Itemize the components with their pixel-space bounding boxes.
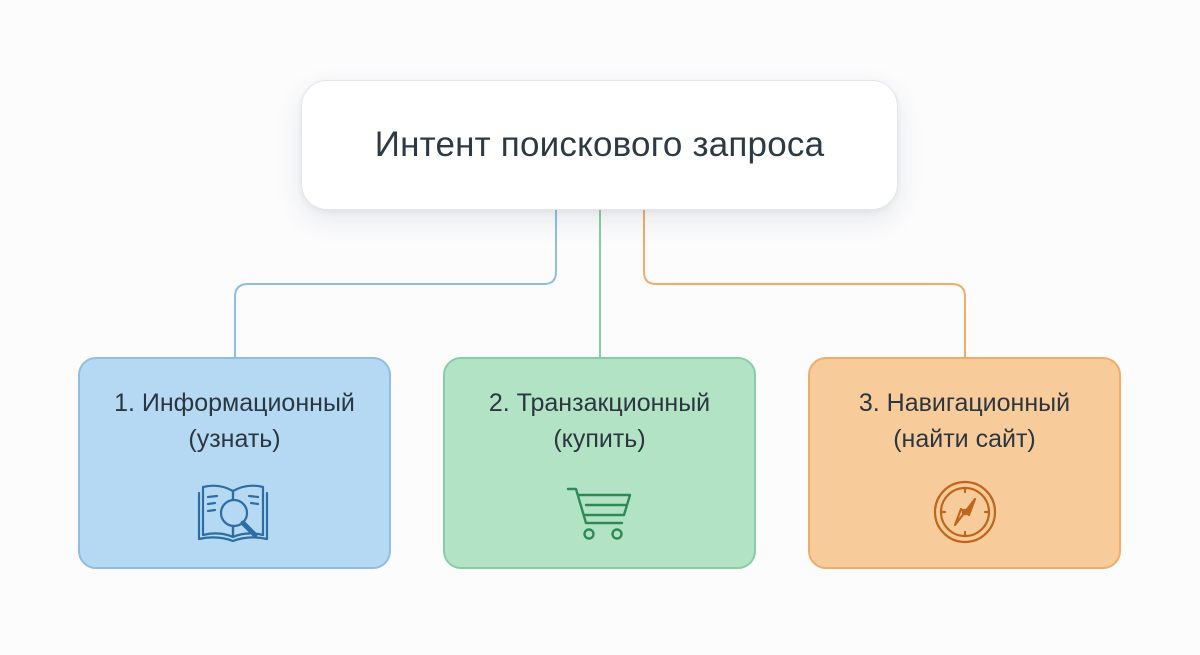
connector-info [234,210,557,357]
node-informational-title-line2: (узнать) [188,425,281,453]
node-informational-title-line1: 1. Информационный [114,389,355,417]
compass-icon [925,477,1005,547]
node-navigational-title: 3. Навигационный (найти сайт) [859,385,1070,457]
shopping-cart-icon [560,477,640,547]
node-transactional-title-line1: 2. Транзакционный [488,389,711,417]
root-node: Интент поискового запроса [301,80,898,210]
node-informational-title: 1. Информационный (узнать) [114,385,355,457]
node-navigational-title-line2: (найти сайт) [893,425,1036,453]
node-transactional: 2. Транзакционный (купить) [443,357,756,569]
book-magnifier-icon [195,477,275,547]
node-transactional-title: 2. Транзакционный (купить) [489,385,710,457]
connector-nav [643,210,966,357]
node-informational: 1. Информационный (узнать) [78,357,391,569]
node-transactional-title-line2: (купить) [553,425,646,453]
node-navigational: 3. Навигационный (найти сайт) [808,357,1121,569]
node-navigational-title-line1: 3. Навигационный [858,389,1071,417]
root-title: Интент поискового запроса [374,125,825,164]
